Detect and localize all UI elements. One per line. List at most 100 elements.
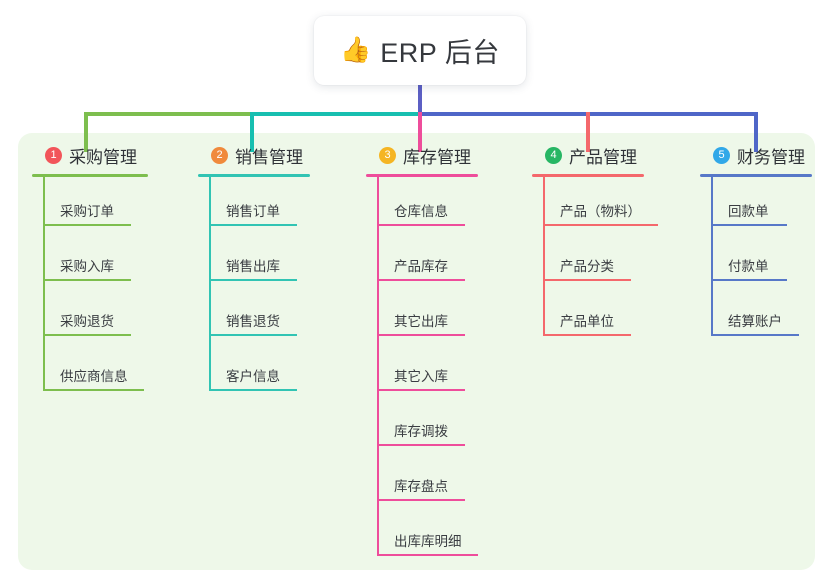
branch-item-rule xyxy=(377,444,465,446)
branch-item-label: 结算账户 xyxy=(728,314,782,329)
branch-item-rule xyxy=(43,389,144,391)
branch-item-label: 采购入库 xyxy=(60,259,114,274)
branch-header-rule xyxy=(532,174,644,177)
branch-item[interactable]: 出库库明细 xyxy=(366,507,478,562)
branch-column: 2 销售管理销售订单销售出库销售退货客户信息 xyxy=(198,142,310,397)
branch-item-rule xyxy=(209,334,297,336)
branch-item-label: 采购订单 xyxy=(60,204,114,219)
branch-item-rule xyxy=(377,224,465,226)
branch-item-label: 产品库存 xyxy=(394,259,448,274)
branch-item[interactable]: 采购入库 xyxy=(32,232,148,287)
branch-item[interactable]: 销售退货 xyxy=(198,287,310,342)
branch-item-label: 库存调拨 xyxy=(394,424,448,439)
branch-item[interactable]: 供应商信息 xyxy=(32,342,148,397)
branch-item-label: 仓库信息 xyxy=(394,204,448,219)
branch-header-rule xyxy=(32,174,148,177)
branch-item[interactable]: 产品库存 xyxy=(366,232,478,287)
branch-item-label: 产品分类 xyxy=(560,259,614,274)
branch-item[interactable]: 采购退货 xyxy=(32,287,148,342)
branch-item[interactable]: 销售出库 xyxy=(198,232,310,287)
branch-item-rule xyxy=(43,334,131,336)
branch-item-label: 付款单 xyxy=(728,259,769,274)
branch-header[interactable]: 2 销售管理 xyxy=(198,142,310,168)
branch-item[interactable]: 库存调拨 xyxy=(366,397,478,452)
branch-item[interactable]: 付款单 xyxy=(700,232,812,287)
branch-item-label: 产品单位 xyxy=(560,314,614,329)
branch-header[interactable]: 5 财务管理 xyxy=(700,142,812,168)
branch-item-rule xyxy=(711,279,787,281)
branch-index-badge: 4 xyxy=(545,146,562,164)
branch-item[interactable]: 其它出库 xyxy=(366,287,478,342)
branch-item-rule xyxy=(43,279,131,281)
branch-header[interactable]: 4 产品管理 xyxy=(532,142,644,168)
branch-title: 财务管理 xyxy=(737,147,805,167)
branch-column: 1 采购管理采购订单采购入库采购退货供应商信息 xyxy=(32,142,148,397)
branch-header[interactable]: 3 库存管理 xyxy=(366,142,478,168)
root-node[interactable]: 👍 ERP 后台 xyxy=(314,16,526,85)
branch-item-rule xyxy=(543,334,631,336)
branch-header-rule xyxy=(366,174,478,177)
branch-index-badge: 5 xyxy=(713,146,730,164)
branch-item-label: 出库库明细 xyxy=(394,534,462,549)
branch-item-rule xyxy=(377,334,465,336)
branch-item-label: 销售出库 xyxy=(226,259,280,274)
branch-spine xyxy=(711,177,713,336)
root-label: ERP 后台 xyxy=(380,38,500,68)
branch-item-list: 采购订单采购入库采购退货供应商信息 xyxy=(32,177,148,397)
thumbs-up-icon: 👍 xyxy=(340,36,372,64)
branch-item-label: 供应商信息 xyxy=(60,369,128,384)
branch-item-label: 销售退货 xyxy=(226,314,280,329)
branch-item-rule xyxy=(209,224,297,226)
branch-item[interactable]: 采购订单 xyxy=(32,177,148,232)
branch-title: 采购管理 xyxy=(69,147,137,167)
branch-item-rule xyxy=(377,389,465,391)
branch-title: 产品管理 xyxy=(569,147,637,167)
branch-item-rule xyxy=(543,224,658,226)
branch-item-label: 库存盘点 xyxy=(394,479,448,494)
branch-item[interactable]: 仓库信息 xyxy=(366,177,478,232)
branch-item-rule xyxy=(43,224,131,226)
branch-item-rule xyxy=(377,279,465,281)
branch-item-rule xyxy=(209,389,297,391)
branch-column: 4 产品管理产品（物料） 产品分类产品单位 xyxy=(532,142,658,342)
branch-spine xyxy=(543,177,545,336)
branch-item[interactable]: 库存盘点 xyxy=(366,452,478,507)
branch-item-rule xyxy=(711,334,799,336)
branch-title: 库存管理 xyxy=(403,147,471,167)
branch-header-rule xyxy=(198,174,310,177)
branch-item-label: 销售订单 xyxy=(226,204,280,219)
branch-header[interactable]: 1 采购管理 xyxy=(32,142,148,168)
branch-item[interactable]: 产品（物料） xyxy=(532,177,658,232)
branch-column: 5 财务管理回款单付款单结算账户 xyxy=(700,142,812,342)
branch-item-list: 回款单付款单结算账户 xyxy=(700,177,812,342)
branch-spine xyxy=(377,177,379,556)
branch-item[interactable]: 产品分类 xyxy=(532,232,644,287)
branch-item[interactable]: 客户信息 xyxy=(198,342,310,397)
branch-item[interactable]: 销售订单 xyxy=(198,177,310,232)
branch-item-list: 产品（物料） 产品分类产品单位 xyxy=(532,177,658,342)
branch-item-rule xyxy=(711,224,787,226)
branch-item-label: 回款单 xyxy=(728,204,769,219)
branch-item[interactable]: 回款单 xyxy=(700,177,812,232)
branch-item[interactable]: 产品单位 xyxy=(532,287,644,342)
branch-index-badge: 3 xyxy=(379,146,396,164)
branch-item-rule xyxy=(209,279,297,281)
branch-item-label: 客户信息 xyxy=(226,369,280,384)
branch-item-rule xyxy=(377,499,465,501)
branch-item[interactable]: 结算账户 xyxy=(700,287,812,342)
branch-item[interactable]: 其它入库 xyxy=(366,342,478,397)
diagram-panel xyxy=(18,133,815,570)
branch-index-badge: 1 xyxy=(45,146,62,164)
branch-index-badge: 2 xyxy=(211,146,228,164)
branch-item-rule xyxy=(377,554,478,556)
branch-item-label: 采购退货 xyxy=(60,314,114,329)
branch-item-label: 其它入库 xyxy=(394,369,448,384)
branch-title: 销售管理 xyxy=(235,147,303,167)
branch-item-list: 仓库信息产品库存其它出库其它入库库存调拨库存盘点出库库明细 xyxy=(366,177,478,562)
branch-spine xyxy=(209,177,211,391)
branch-header-rule xyxy=(700,174,812,177)
branch-spine xyxy=(43,177,45,391)
branch-item-label: 产品（物料） xyxy=(560,204,641,219)
branch-column: 3 库存管理仓库信息产品库存其它出库其它入库库存调拨库存盘点出库库明细 xyxy=(366,142,478,562)
